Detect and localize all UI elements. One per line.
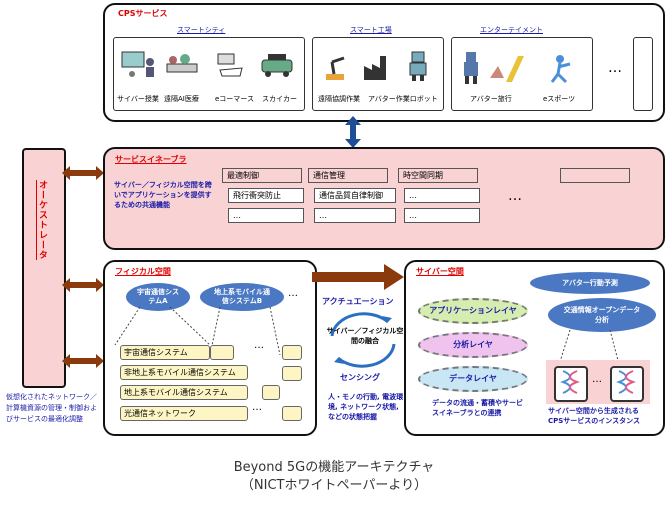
data-layer-note: データの流通・蓄積やサービスイネーブラとの連携: [432, 399, 523, 417]
group-title-entertainment: エンターテイメント: [480, 26, 543, 34]
enabler-item-qos-control: 通信品質自律制御: [314, 188, 396, 203]
physical-to-cyber-arrow: [312, 264, 404, 290]
sensing-label: センシング: [340, 373, 380, 382]
service-item-avatar-travel: アバター旅行: [470, 95, 512, 103]
traffic-open-data-analysis: 交通情報オープンデータ分析: [548, 298, 656, 332]
service-item-remote-ai-medicine: 遠隔AI医療: [164, 95, 199, 103]
services-more: …: [608, 60, 622, 76]
enabler-header-optimal-control: 最適制御: [222, 168, 302, 183]
layer-analysis: 分析レイヤ: [418, 332, 528, 358]
instance-more: …: [592, 374, 602, 385]
caption-line-1: Beyond 5Gの機能アーキテクチャ: [233, 460, 435, 475]
classroom-icon: [121, 51, 154, 77]
service-item-ecommerce: eコーマース: [215, 95, 254, 103]
orchestrator-arrow-network: [62, 354, 104, 368]
physical-extra-1: [210, 345, 234, 360]
terrestrial-mobile-system-b: 地上系モバイル通信システムB: [200, 283, 284, 311]
layer-application-label: アプリケーションレイヤ: [429, 306, 517, 315]
skycar-icon: [261, 54, 293, 77]
actuation-label: アクチュエーション: [322, 297, 394, 306]
space-comm-system-a: 宇宙通信システムA: [126, 283, 190, 311]
service-item-skycar: スカイカー: [262, 95, 297, 103]
group-title-smart-city: スマートシティ: [177, 26, 226, 34]
ecommerce-icon: [217, 53, 243, 77]
physical-row-more-1: …: [254, 340, 264, 351]
layer-analysis-label: 分析レイヤ: [453, 340, 493, 349]
dna-icon-2: [616, 370, 636, 394]
orchestrator-arrow-physical: [62, 278, 104, 292]
sensing-note: 人・モノの行動, 電波環境, ネットワーク状態, などの状態把握: [328, 393, 404, 421]
physical-extra-5: [282, 406, 302, 421]
caption-line-2: （NICTホワイトペーパーより）: [240, 478, 428, 493]
enabler-item-more-4: …: [404, 208, 480, 223]
service-item-avatar-robot: アバター作業ロボット: [368, 95, 438, 103]
row-space-comm: 宇宙通信システム: [120, 345, 210, 360]
orchestrator-label: オーケストレータ: [37, 180, 47, 260]
avatar-robot-icon: [409, 51, 427, 81]
enabler-header-comm-management: 通信管理: [308, 168, 388, 183]
service-enabler-desc: サイバー／フィジカル空間を跨いでアプリケーションを提供するための共通機能: [114, 181, 212, 209]
physical-extra-4: [262, 385, 280, 400]
service-enabler-title: サービスイネーブラ: [115, 155, 187, 164]
space-comm-system-a-label: 宇宙通信システムA: [137, 288, 179, 305]
enabler-item-more-3: …: [404, 188, 480, 203]
physical-space-title: フィジカル空間: [115, 267, 171, 276]
enabler-header-spatiotemporal-sync: 時空間同期: [398, 168, 478, 183]
remote-medicine-icon: [166, 54, 198, 73]
physical-extra-2: [282, 345, 302, 360]
layer-application: アプリケーションレイヤ: [418, 298, 528, 324]
orchestrator-arrow-enabler: [62, 166, 104, 180]
group-title-smart-factory: スマート工場: [350, 26, 392, 34]
enabler-item-more-2: …: [314, 208, 396, 223]
enabler-extra-column: [560, 168, 630, 183]
traffic-open-data-analysis-label: 交通情報オープンデータ分析: [563, 306, 641, 324]
terrestrial-mobile-system-b-label: 地上系モバイル通信システムB: [214, 288, 270, 305]
orchestrator-box: [22, 148, 66, 388]
cps-services-title: CPSサービス: [118, 9, 168, 18]
service-item-cyber-class: サイバー授業: [117, 95, 159, 103]
fusion-center-label: サイバー／フィジカル空間の融合: [326, 327, 404, 345]
physical-extra-3: [282, 366, 302, 381]
avatar-behavior-prediction: アバター行動予測: [530, 272, 650, 294]
service-item-remote-collab: 遠隔協調作業: [318, 95, 360, 103]
factory-icon: [364, 56, 386, 80]
dna-icon-1: [560, 370, 580, 394]
enabler-more: …: [508, 188, 522, 204]
esports-icon: [550, 55, 571, 84]
enabler-item-collision-prevention: 飛行衝突防止: [228, 188, 304, 203]
layer-data: データレイヤ: [418, 366, 528, 392]
service-item-esports: eスポーツ: [543, 95, 576, 103]
smart-city-card: [113, 37, 305, 111]
instance-note: サイバー空間から生成されるCPSサービスのインスタンス: [548, 407, 641, 425]
fusion-loop-icon: [330, 312, 396, 368]
avatar-behavior-prediction-label: アバター行動予測: [562, 279, 618, 287]
physical-ellipse-more: …: [288, 288, 298, 299]
row-non-terrestrial: 非地上系モバイル通信システム: [120, 365, 248, 380]
robot-arm-icon: [326, 56, 345, 80]
extra-service-card: [633, 37, 653, 111]
row-terrestrial-mobile: 地上系モバイル通信システム: [120, 385, 248, 400]
row-optical-network: 光通信ネットワーク: [120, 406, 248, 421]
avatar-travel-icon: [464, 52, 524, 84]
cyber-space-title: サイバー空間: [416, 267, 464, 276]
physical-row-more-2: …: [252, 402, 262, 413]
orchestrator-note: 仮想化されたネットワーク／計算機資源の管理・制御およびサービスの最適化調整: [6, 393, 97, 423]
instance-box-1: [554, 366, 588, 402]
enabler-item-more-1: …: [228, 208, 304, 223]
layer-data-label: データレイヤ: [449, 374, 497, 383]
service-link-arrow: [345, 116, 361, 148]
